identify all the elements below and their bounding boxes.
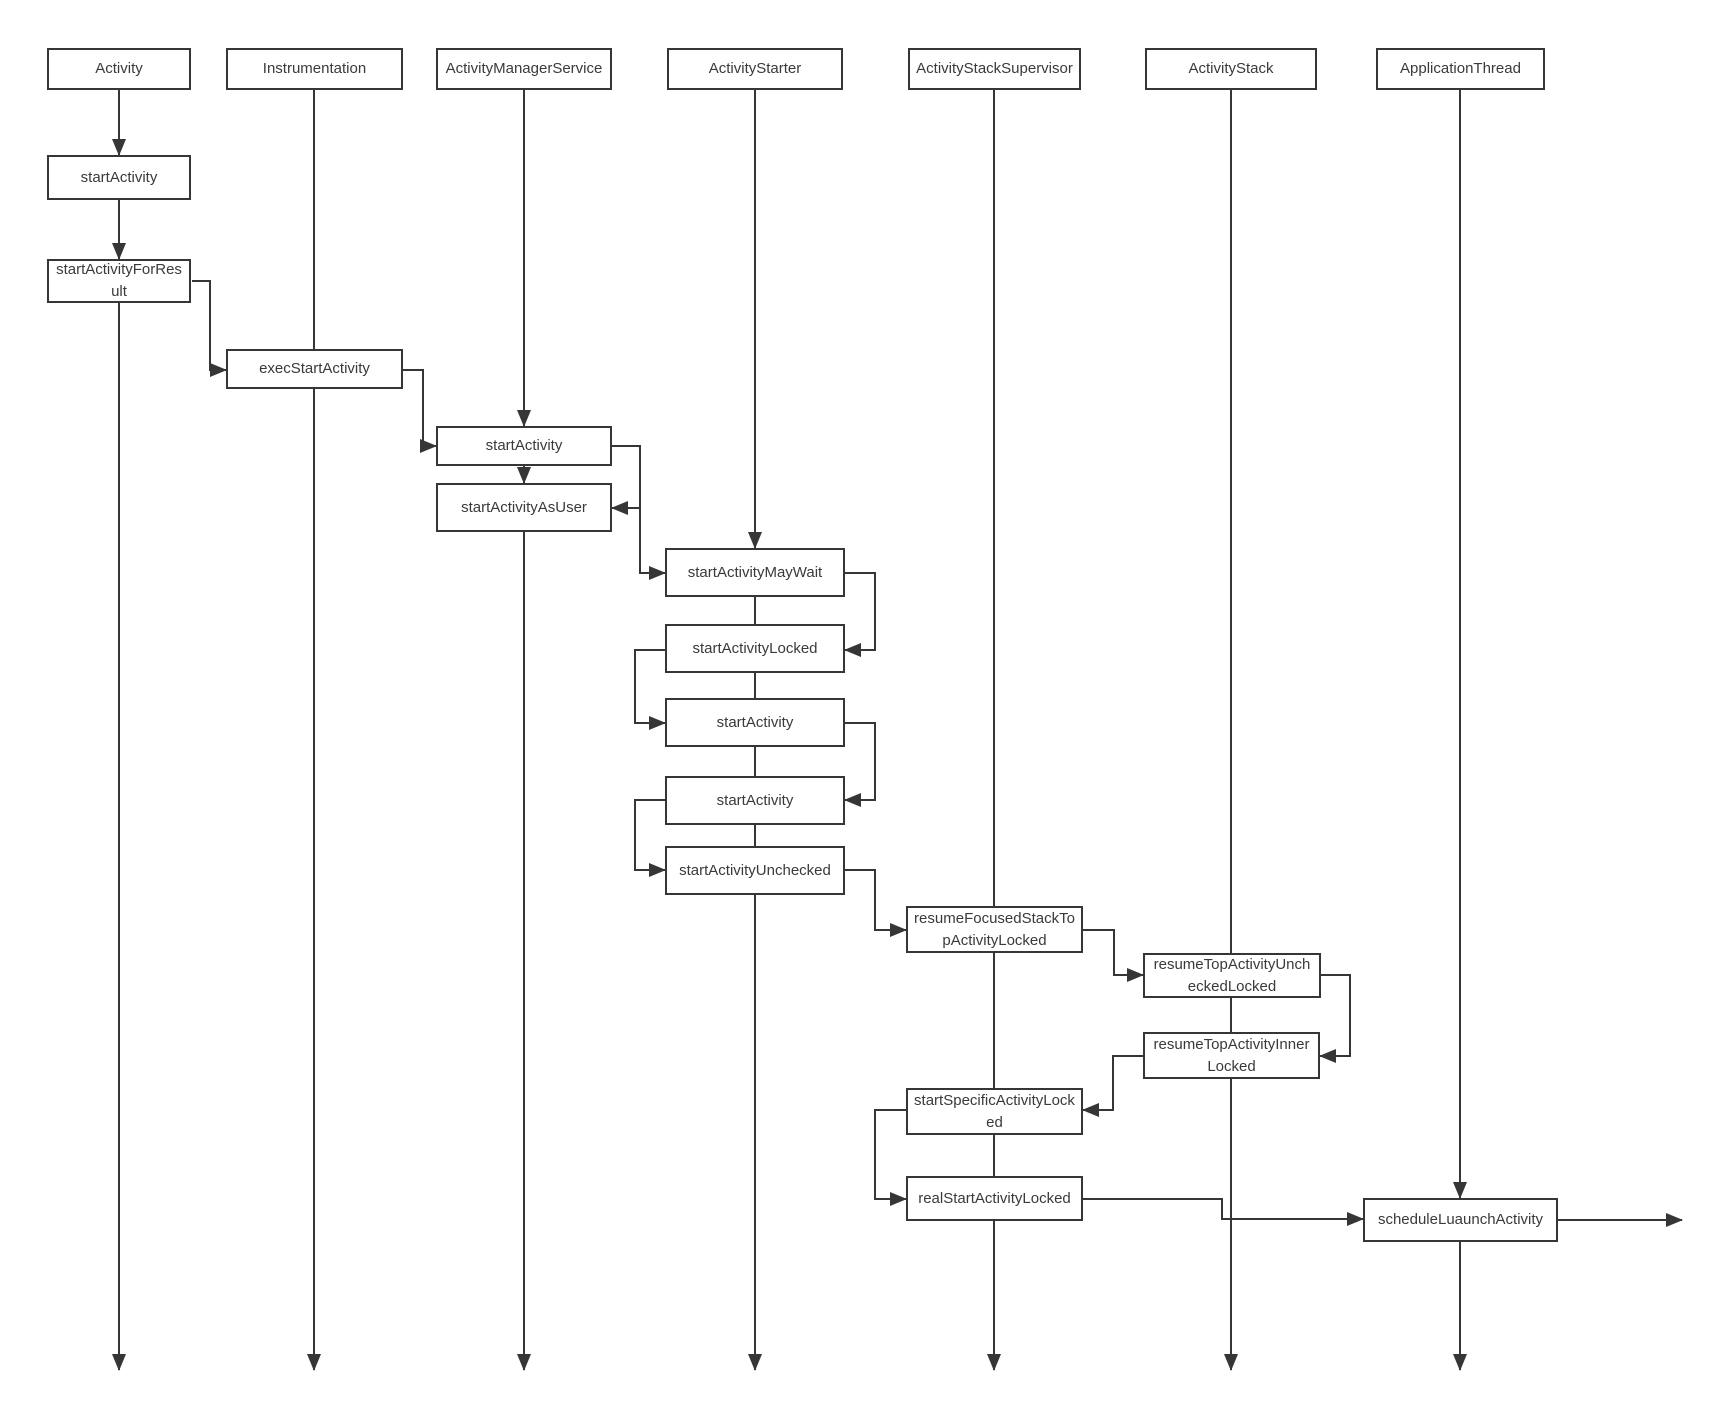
- call-box-scheduleluaunchactivity: scheduleLuaunchActivity: [1363, 1198, 1558, 1242]
- call-box-startactivity-ams: startActivity: [436, 426, 612, 466]
- arrow-startactivity-to-startactivity2: [844, 722, 876, 807]
- arrow-resumetopunchecked-to-resumetopinner: [1319, 974, 1351, 1063]
- vertical-call-arrows: [112, 139, 1467, 1199]
- elbow-connectors: [192, 280, 1683, 1227]
- call-box-startactivitylocked: startActivityLocked: [665, 624, 845, 673]
- call-box-startactivity-starter-2: startActivity: [665, 776, 845, 825]
- arrow-resumefocusedstack-to-resumetopunchecked: [1083, 929, 1144, 982]
- arrow-startactivity-to-startactivitymaywait: [612, 445, 666, 580]
- call-box-resumefocusedstacktopactivitylocked: resumeFocusedStackTopActivityLocked: [906, 906, 1083, 953]
- arrow-startactivity-to-startactivityunchecked: [634, 799, 666, 877]
- lifelines: [112, 90, 1467, 1371]
- call-box-startactivity-starter-1: startActivity: [665, 698, 845, 747]
- arrow-startactivityunchecked-to-resumefocusedstack: [845, 869, 907, 937]
- arrow-startspecific-to-realstart: [874, 1109, 907, 1206]
- call-box-startactivityunchecked: startActivityUnchecked: [665, 846, 845, 895]
- call-box-resumetopactivityinnerlocked: resumeTopActivityInnerLocked: [1143, 1032, 1320, 1079]
- call-box-startspecificactivitylocked: startSpecificActivityLocked: [906, 1088, 1083, 1135]
- arrow-resumetopinner-to-startspecific: [1082, 1055, 1143, 1117]
- arrow-realstart-to-scheduleluaunch: [1083, 1198, 1364, 1226]
- participant-activitystarter: ActivityStarter: [667, 48, 843, 90]
- participant-activity: Activity: [47, 48, 191, 90]
- call-box-resumetopactivityuncheckedlocked: resumeTopActivityUncheckedLocked: [1143, 953, 1321, 998]
- call-box-startactivitymaywait: startActivityMayWait: [665, 548, 845, 597]
- call-box-realstartactivitylocked: realStartActivityLocked: [906, 1176, 1083, 1221]
- participant-activitymanagerservice: ActivityManagerService: [436, 48, 612, 90]
- call-box-startactivityasuser: startActivityAsUser: [436, 483, 612, 532]
- arrow-execstartactivity-to-startactivity: [403, 369, 437, 453]
- arrow-startactivityforresult-to-execstartactivity: [192, 280, 227, 377]
- call-box-startactivityforresult: startActivityForResult: [47, 259, 191, 303]
- call-box-execstartactivity: execStartActivity: [226, 349, 403, 389]
- arrow-startactivitylocked-to-startactivity: [634, 649, 666, 730]
- participant-instrumentation: Instrumentation: [226, 48, 403, 90]
- participant-activitystacksupervisor: ActivityStackSupervisor: [908, 48, 1081, 90]
- call-box-startactivity: startActivity: [47, 155, 191, 200]
- participant-applicationthread: ApplicationThread: [1376, 48, 1545, 90]
- participant-activitystack: ActivityStack: [1145, 48, 1317, 90]
- arrow-startactivitymaywait-to-startactivitylocked: [844, 572, 876, 657]
